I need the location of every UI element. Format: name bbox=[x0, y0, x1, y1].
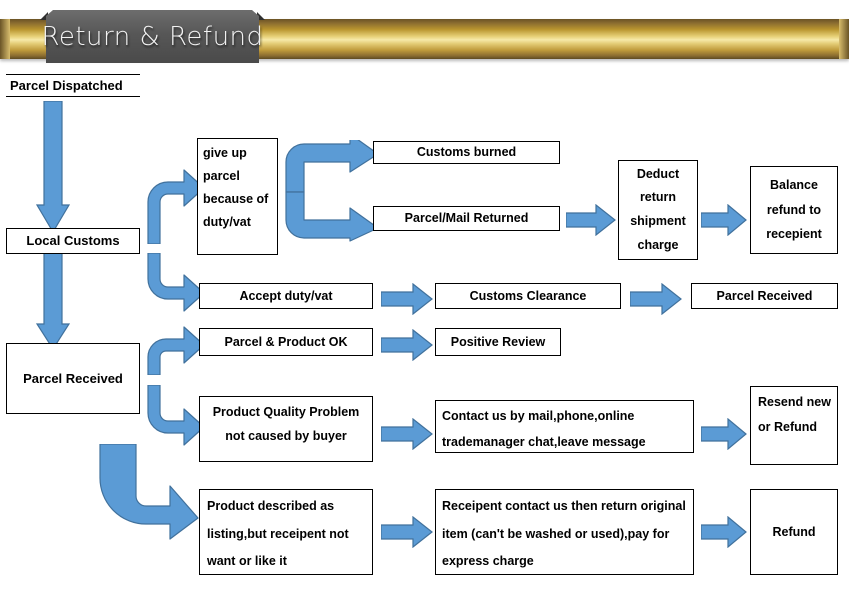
arrow-customs-to-accept bbox=[134, 253, 206, 313]
arrow-return-to-refund bbox=[701, 516, 747, 548]
node-give-up-parcel[interactable]: give up parcel because of duty/vat bbox=[197, 138, 278, 255]
arrow-deduct-to-balance bbox=[701, 204, 747, 236]
arrow-contact-to-resend bbox=[701, 418, 747, 450]
node-parcel-product-ok[interactable]: Parcel & Product OK bbox=[199, 328, 373, 356]
arrow-dispatched-to-customs bbox=[36, 101, 70, 233]
banner-notch-left bbox=[40, 12, 48, 20]
header-gold-cap-left bbox=[0, 19, 10, 59]
node-parcel-received-left[interactable]: Parcel Received bbox=[6, 343, 140, 414]
node-recipient-return[interactable]: Receipent contact us then return origina… bbox=[435, 489, 694, 575]
node-product-quality-problem[interactable]: Product Quality Problem not caused by bu… bbox=[199, 396, 373, 462]
arrow-quality-to-contact bbox=[381, 418, 433, 450]
node-local-customs[interactable]: Local Customs bbox=[6, 228, 140, 254]
arrow-clearance-to-received bbox=[630, 283, 682, 315]
banner-notch-right bbox=[257, 12, 265, 20]
node-resend-or-refund[interactable]: Resend new or Refund bbox=[750, 386, 838, 465]
node-parcel-mail-returned[interactable]: Parcel/Mail Returned bbox=[373, 206, 560, 231]
node-product-described[interactable]: Product described as listing,but receipe… bbox=[199, 489, 373, 575]
node-customs-burned[interactable]: Customs burned bbox=[373, 141, 560, 164]
node-positive-review[interactable]: Positive Review bbox=[435, 328, 561, 356]
node-parcel-dispatched[interactable]: Parcel Dispatched bbox=[6, 74, 140, 97]
arrow-accept-to-clearance bbox=[381, 283, 433, 315]
node-contact-us[interactable]: Contact us by mail,phone,online trademan… bbox=[435, 400, 694, 453]
arrow-described-to-return bbox=[381, 516, 433, 548]
node-parcel-received-right[interactable]: Parcel Received bbox=[691, 283, 838, 309]
node-customs-clearance[interactable]: Customs Clearance bbox=[435, 283, 621, 309]
node-balance-refund[interactable]: Balance refund to recepient bbox=[750, 166, 838, 254]
header-banner-plate bbox=[46, 10, 259, 63]
arrow-received-to-described bbox=[96, 444, 200, 540]
arrow-customs-to-giveup bbox=[134, 168, 206, 244]
node-deduct-return-charge[interactable]: Deduct return shipment charge bbox=[618, 160, 698, 260]
arrow-giveup-split bbox=[282, 140, 382, 242]
page-title: Return & Refund bbox=[41, 21, 264, 52]
node-refund[interactable]: Refund bbox=[750, 489, 838, 575]
header-gold-cap-right bbox=[839, 19, 849, 59]
arrow-received-to-quality bbox=[134, 385, 206, 447]
arrow-received-to-productok bbox=[134, 325, 206, 375]
arrow-returned-to-deduct bbox=[566, 204, 616, 236]
arrow-customs-to-received bbox=[36, 252, 70, 350]
arrow-productok-to-review bbox=[381, 329, 433, 361]
node-accept-duty-vat[interactable]: Accept duty/vat bbox=[199, 283, 373, 309]
